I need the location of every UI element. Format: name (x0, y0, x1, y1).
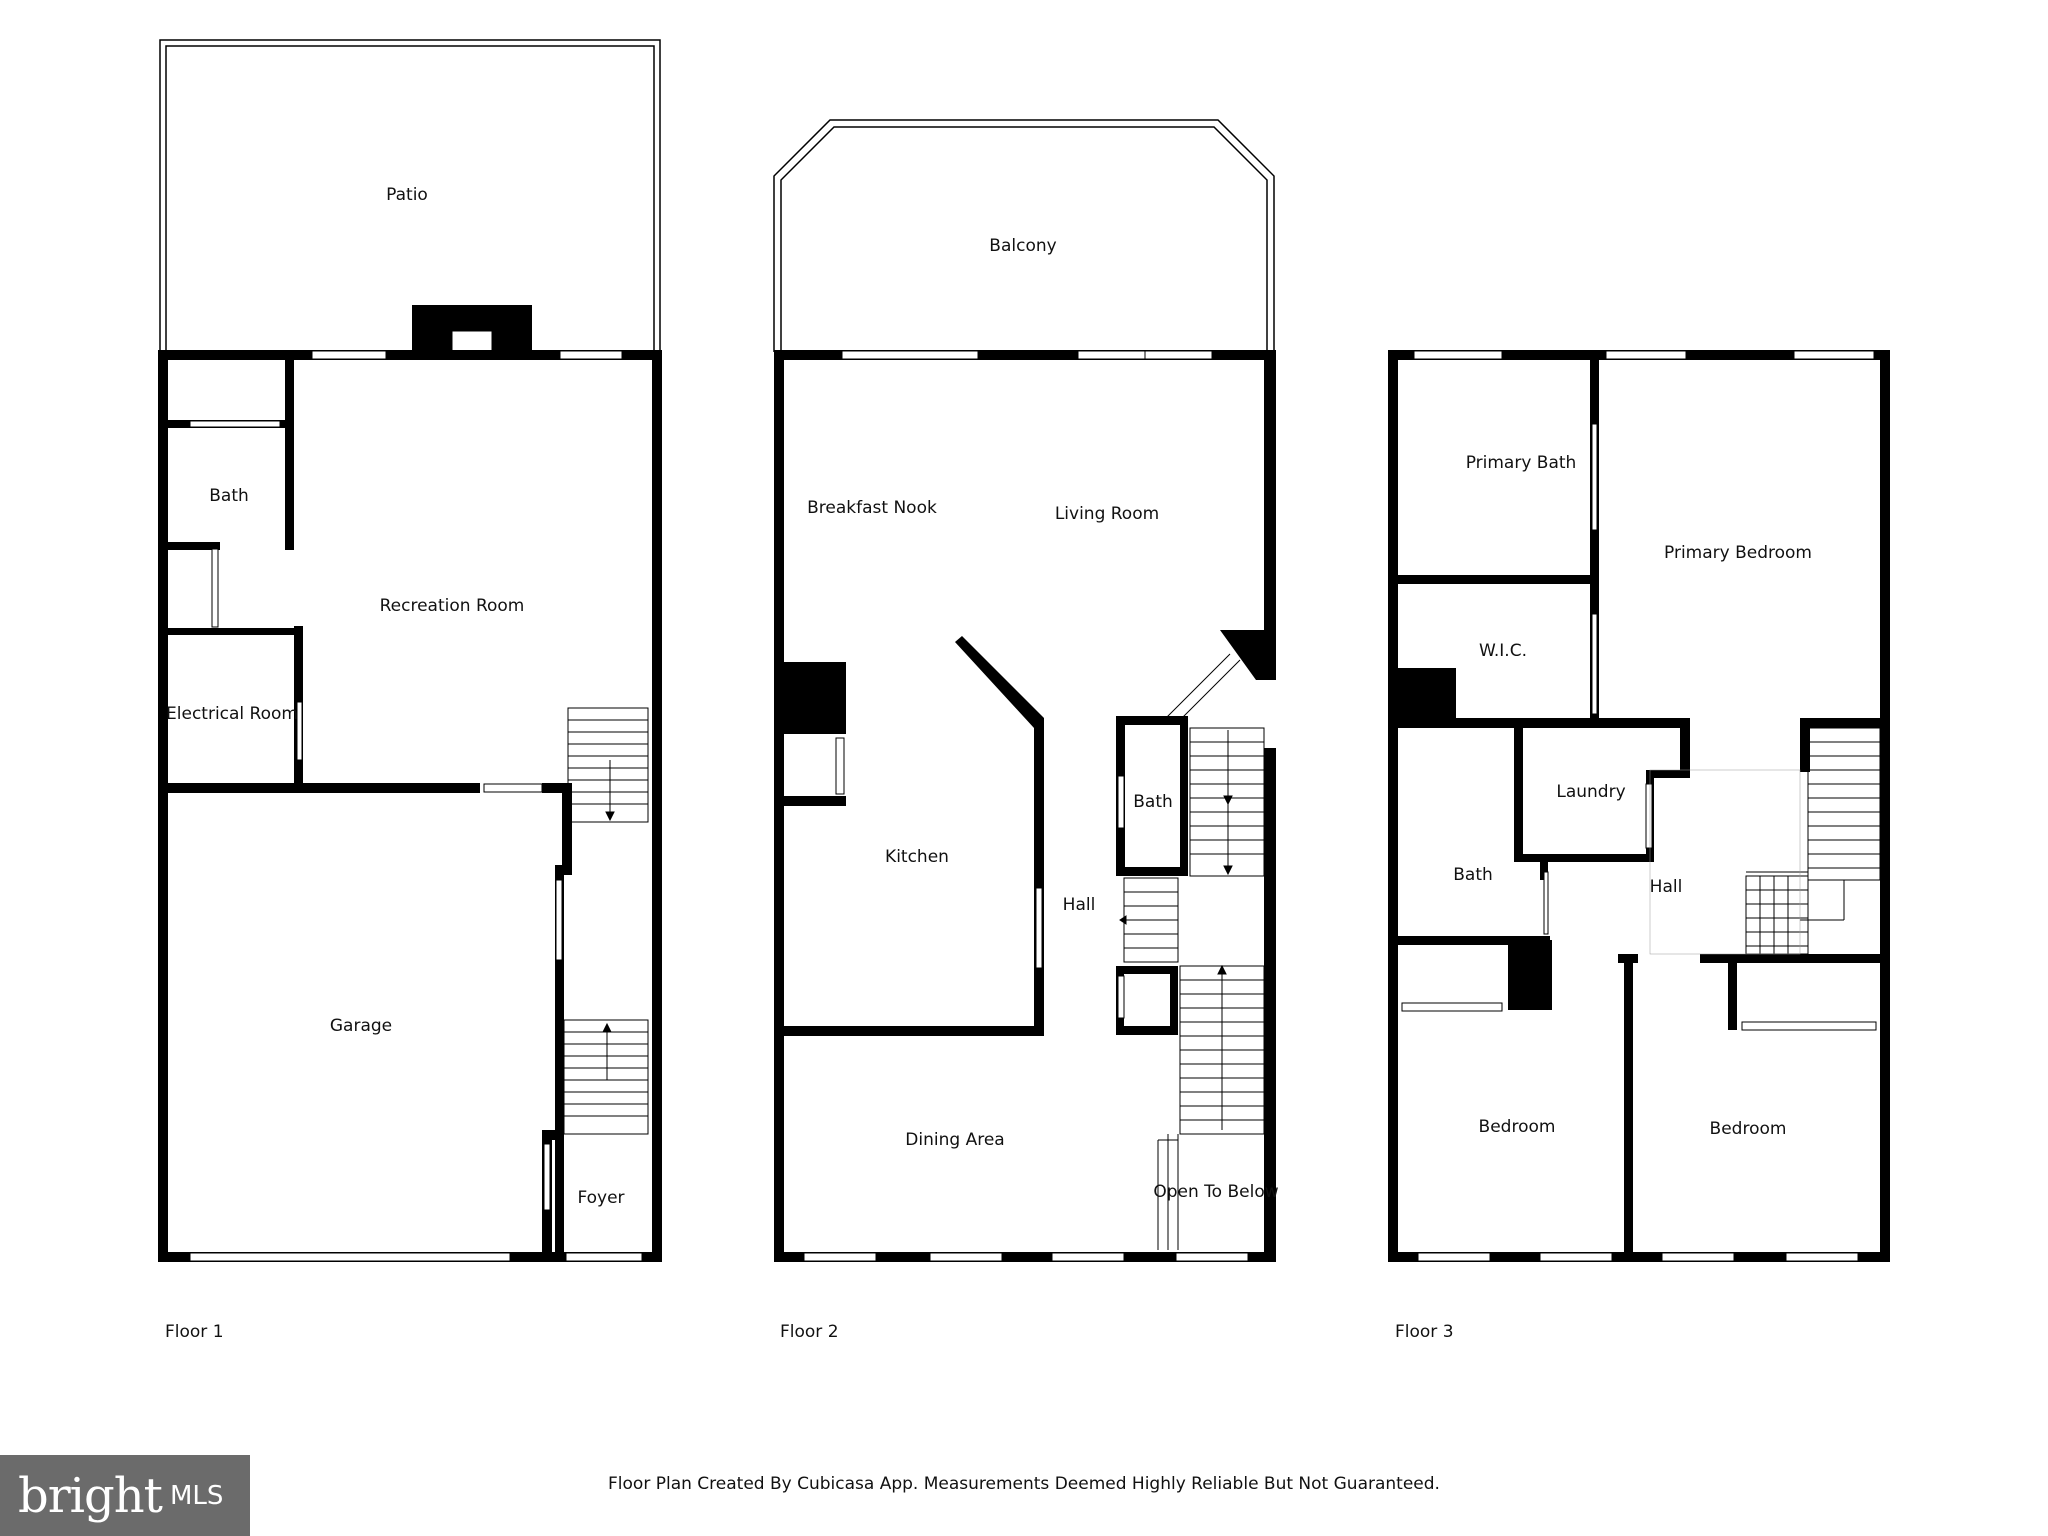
room-label-kitchen: Kitchen (885, 847, 949, 867)
floor-2-label: Floor 2 (780, 1322, 839, 1342)
room-label-bath: Bath (209, 486, 249, 506)
room-label-open-to-below: Open To Below (1153, 1182, 1278, 1202)
floor-1-plan: Patio Bath Recreation Room Electrical Ro… (158, 39, 662, 1342)
logo-mls-text: MLS (169, 1480, 224, 1511)
patio-outline (159, 39, 661, 352)
room-label-laundry: Laundry (1556, 782, 1625, 802)
floor-2-plan: Balcony Breakfast Nook Living Room Kitch… (773, 119, 1279, 1342)
room-label-hall: Hall (1650, 877, 1683, 897)
room-label-foyer: Foyer (577, 1188, 624, 1208)
disclaimer-text: Floor Plan Created By Cubicasa App. Meas… (608, 1474, 1440, 1494)
room-label-recreation-room: Recreation Room (380, 596, 525, 616)
floor-1-stairs (563, 707, 649, 1135)
room-label-dining-area: Dining Area (905, 1130, 1004, 1150)
room-label-bedroom: Bedroom (1479, 1117, 1556, 1137)
room-label-primary-bath: Primary Bath (1466, 453, 1577, 473)
room-label-balcony: Balcony (989, 236, 1056, 256)
room-label-bath: Bath (1133, 792, 1173, 812)
room-label-patio: Patio (386, 185, 428, 205)
room-label-wic: W.I.C. (1479, 641, 1527, 661)
floor-1-label: Floor 1 (165, 1322, 224, 1342)
floor-3-label: Floor 3 (1395, 1322, 1454, 1342)
floor-3-room-labels: Primary Bath Primary Bedroom W.I.C. Laun… (1453, 453, 1812, 1139)
room-label-breakfast-nook: Breakfast Nook (807, 498, 937, 518)
room-label-primary-bedroom: Primary Bedroom (1664, 543, 1812, 563)
room-label-bedroom: Bedroom (1710, 1119, 1787, 1139)
floor-2-room-labels: Balcony Breakfast Nook Living Room Kitch… (807, 236, 1279, 1202)
room-label-bath: Bath (1453, 865, 1493, 885)
floor-2-walls (774, 350, 1276, 1262)
balcony-outline (773, 119, 1275, 352)
floor-1-room-labels: Patio Bath Recreation Room Electrical Ro… (166, 185, 625, 1208)
room-label-hall: Hall (1063, 895, 1096, 915)
floor-2-windows (803, 350, 1249, 1262)
floor-3-stairs (1649, 727, 1881, 955)
floor-3-plan: Primary Bath Primary Bedroom W.I.C. Laun… (1388, 350, 1890, 1342)
room-label-electrical-room: Electrical Room (166, 704, 298, 724)
floor-3-windows (1401, 350, 1877, 1262)
logo-brand-text: bright (18, 1467, 163, 1524)
bright-mls-logo: bright MLS (0, 1455, 250, 1536)
room-label-living-room: Living Room (1055, 504, 1159, 524)
room-label-garage: Garage (330, 1016, 392, 1036)
floor-2-stairs (1119, 653, 1265, 1250)
floor-3-walls (1388, 350, 1890, 1262)
floor-1-windows (189, 350, 643, 1262)
